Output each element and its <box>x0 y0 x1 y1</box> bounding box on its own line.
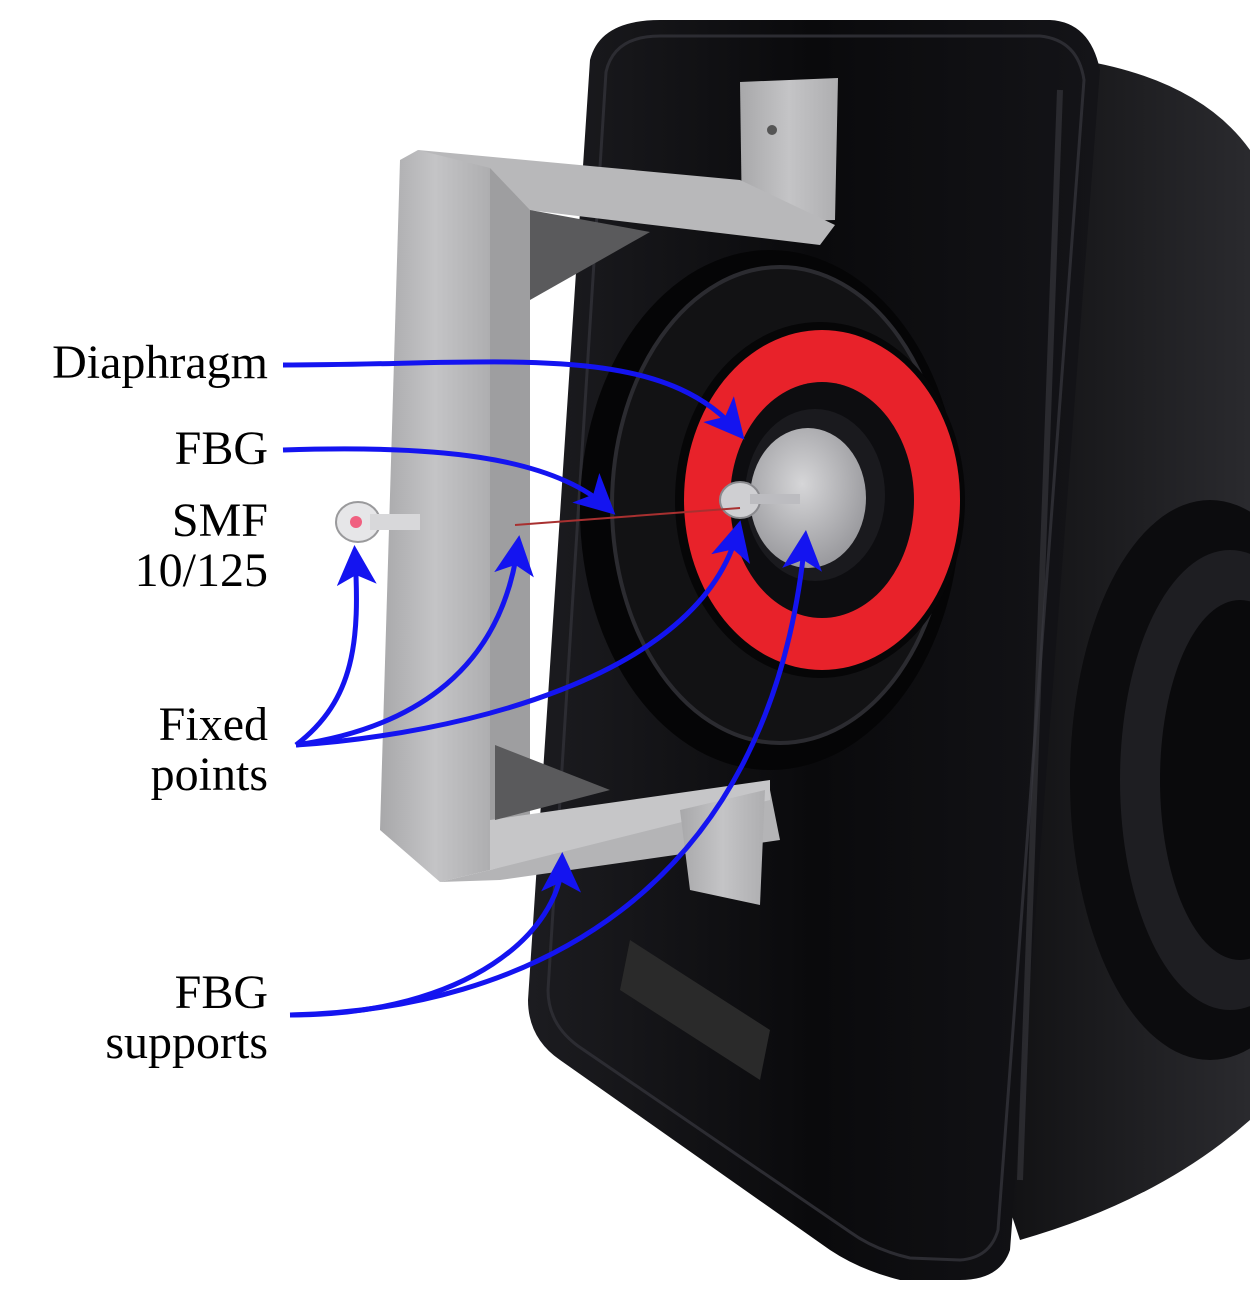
arrow-fixed-point-frame <box>295 535 534 748</box>
arrow-fbg <box>282 446 616 515</box>
fbg-frame <box>335 78 838 905</box>
arrow-fixed-point-dome <box>295 520 750 748</box>
optical-fiber <box>514 507 741 526</box>
label-fbg-supports: FBG supports <box>105 966 268 1069</box>
label-smf: SMF 10/125 <box>134 494 268 597</box>
label-diaphragm: Diaphragm <box>52 336 268 389</box>
arrow-supports-bottom <box>289 852 582 1018</box>
speaker-side-panel <box>990 60 1250 1240</box>
label-fbg: FBG <box>174 422 268 475</box>
arrow-fixed-point-connector <box>294 545 377 747</box>
label-fixed-points: Fixed points <box>150 698 268 801</box>
arrow-supports-top <box>289 530 822 1018</box>
arrow-diaphragm <box>282 359 745 440</box>
speaker-driver <box>580 250 965 770</box>
